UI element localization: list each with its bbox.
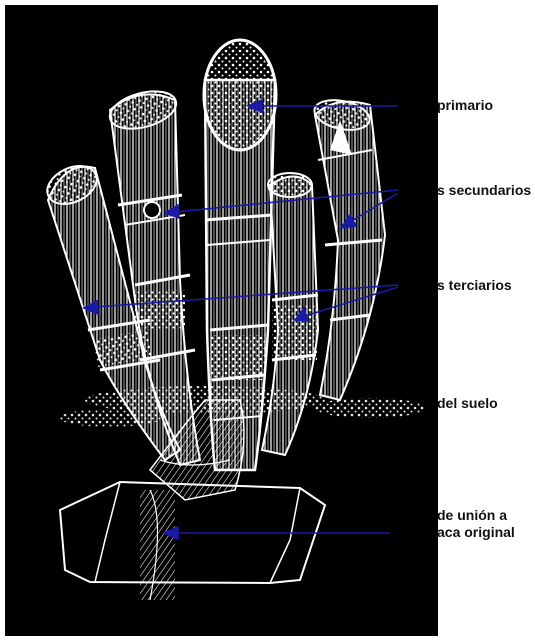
label-union-line2: aca original (437, 524, 515, 541)
label-secundarios: s secundarios (437, 182, 531, 199)
label-union-line1: de unión a (437, 507, 515, 524)
label-union: de unión a aca original (437, 507, 515, 541)
label-terciarios: s terciarios (437, 277, 512, 294)
label-suelo: del suelo (437, 395, 498, 412)
label-primario: primario (437, 97, 493, 114)
